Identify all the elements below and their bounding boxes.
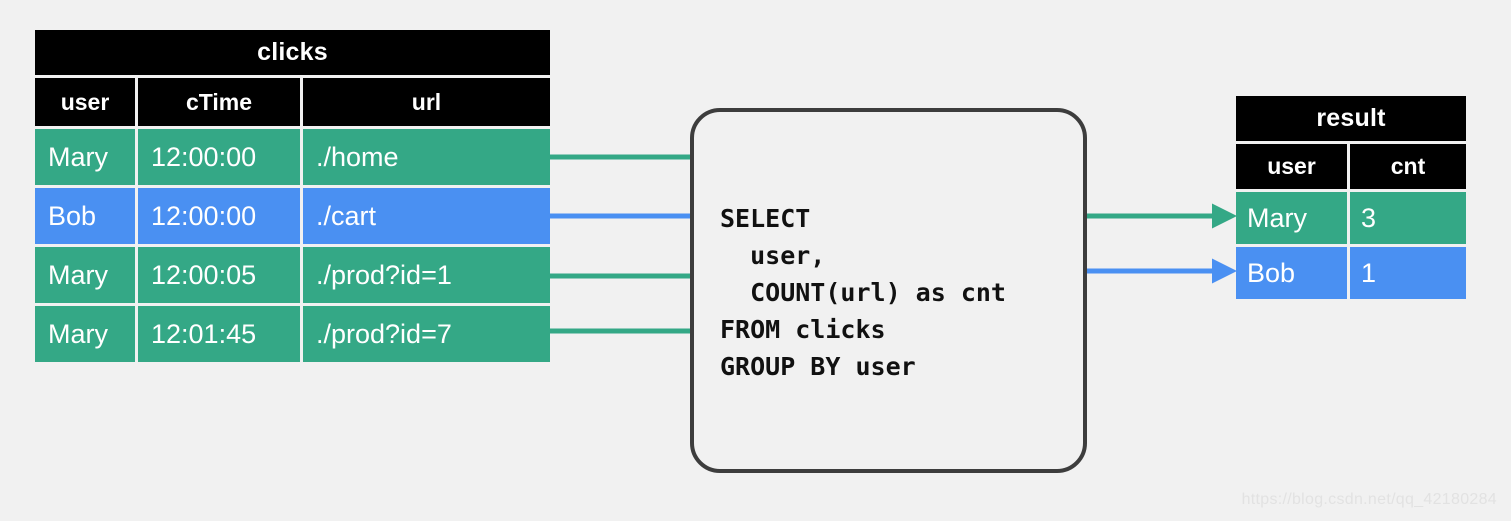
cell-ctime: 12:01:45 xyxy=(138,306,300,362)
cell-user: Mary xyxy=(1236,192,1347,244)
clicks-table-title: clicks xyxy=(35,30,550,75)
result-table: result user cnt Mary 3 Bob 1 xyxy=(1236,96,1466,299)
sql-query-text: SELECT user, COUNT(url) as cnt FROM clic… xyxy=(720,204,1006,381)
cell-url: ./home xyxy=(303,129,550,185)
table-row: Mary 3 xyxy=(1236,192,1466,244)
cell-ctime: 12:00:00 xyxy=(138,129,300,185)
result-table-title: result xyxy=(1236,96,1466,141)
sql-query-box: SELECT user, COUNT(url) as cnt FROM clic… xyxy=(690,108,1087,473)
table-row: Mary 12:00:00 ./home xyxy=(35,129,550,185)
table-row: Mary 12:00:05 ./prod?id=1 xyxy=(35,247,550,303)
table-row: Bob 12:00:00 ./cart xyxy=(35,188,550,244)
clicks-column-header-user: user xyxy=(35,78,135,126)
cell-user: Mary xyxy=(35,129,135,185)
clicks-column-header-url: url xyxy=(303,78,550,126)
table-row: Mary 12:01:45 ./prod?id=7 xyxy=(35,306,550,362)
table-row: Bob 1 xyxy=(1236,247,1466,299)
cell-url: ./prod?id=1 xyxy=(303,247,550,303)
clicks-table: clicks user cTime url Mary 12:00:00 ./ho… xyxy=(35,30,550,362)
cell-user: Bob xyxy=(35,188,135,244)
cell-url: ./prod?id=7 xyxy=(303,306,550,362)
cell-ctime: 12:00:05 xyxy=(138,247,300,303)
cell-user: Bob xyxy=(1236,247,1347,299)
result-column-header-cnt: cnt xyxy=(1350,144,1466,189)
cell-user: Mary xyxy=(35,247,135,303)
cell-cnt: 1 xyxy=(1350,247,1466,299)
cell-cnt: 3 xyxy=(1350,192,1466,244)
clicks-table-header-row: user cTime url xyxy=(35,78,550,126)
cell-ctime: 12:00:00 xyxy=(138,188,300,244)
cell-user: Mary xyxy=(35,306,135,362)
result-table-header-row: user cnt xyxy=(1236,144,1466,189)
cell-url: ./cart xyxy=(303,188,550,244)
clicks-column-header-ctime: cTime xyxy=(138,78,300,126)
result-column-header-user: user xyxy=(1236,144,1347,189)
watermark-text: https://blog.csdn.net/qq_42180284 xyxy=(1241,491,1497,508)
